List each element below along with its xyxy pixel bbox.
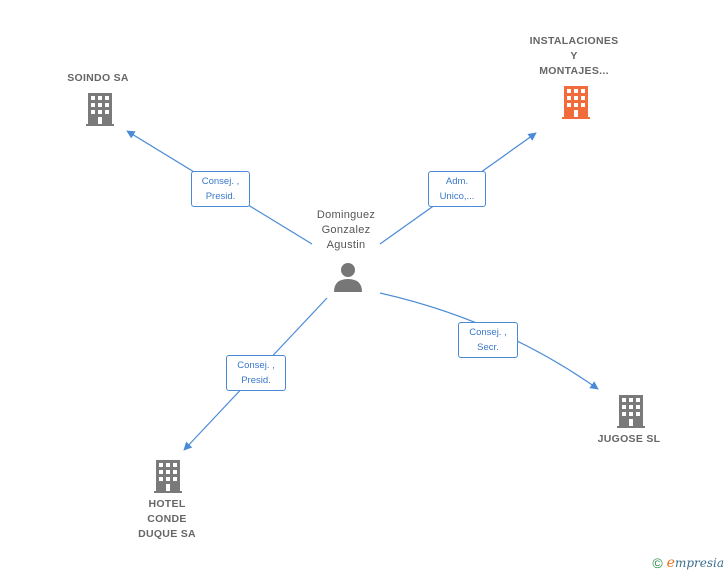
brand-logo[interactable]: empresia <box>667 555 724 571</box>
brand-rest: mpresia <box>674 556 724 570</box>
relation-label-soindo[interactable]: Consej. , Presid. <box>191 171 250 207</box>
person-name-line: Agustin <box>326 239 366 251</box>
copyright-icon: © <box>652 555 663 571</box>
relation-label-jugose[interactable]: Consej. , Secr. <box>458 322 518 358</box>
person-name-line: Dominguez <box>316 209 376 221</box>
relation-line: Unico,... <box>439 191 475 202</box>
relation-line: Presid. <box>241 375 271 386</box>
company-label-hotel[interactable]: HOTEL CONDE DUQUE SA <box>122 497 212 542</box>
company-label-soindo[interactable]: SOINDO SA <box>50 71 146 86</box>
company-name-line: CONDE <box>147 513 187 525</box>
person-icon[interactable] <box>334 263 362 292</box>
company-name-line: SOINDO SA <box>67 72 129 84</box>
building-icon[interactable] <box>617 395 645 428</box>
person-label[interactable]: Dominguez Gonzalez Agustin <box>296 208 396 253</box>
relation-line: Consej. , <box>237 360 275 371</box>
relation-line: Secr. <box>477 342 499 353</box>
relation-label-hotel[interactable]: Consej. , Presid. <box>226 355 286 391</box>
company-name-line: MONTAJES... <box>539 65 609 77</box>
relation-line: Consej. , <box>201 176 240 187</box>
relation-line: Presid. <box>205 191 236 202</box>
building-icon[interactable] <box>154 460 182 493</box>
building-icon[interactable] <box>86 93 114 126</box>
company-name-line: HOTEL <box>148 498 186 510</box>
company-name-line: INSTALACIONES <box>529 35 619 47</box>
company-name-line: Y <box>570 50 578 62</box>
building-icon[interactable] <box>562 86 590 119</box>
relation-line: Consej. , <box>469 327 507 338</box>
company-name-line: JUGOSE SL <box>597 433 661 445</box>
brand-initial: e <box>666 555 675 571</box>
person-name-line: Gonzalez <box>321 224 371 236</box>
company-name-line: DUQUE SA <box>138 528 196 540</box>
company-label-instalaciones[interactable]: INSTALACIONES Y MONTAJES... <box>510 34 638 79</box>
relation-line: Adm. <box>445 176 469 187</box>
brand-footer: © empresia <box>652 555 724 571</box>
relation-label-instalaciones[interactable]: Adm. Unico,... <box>428 171 486 207</box>
company-label-jugose[interactable]: JUGOSE SL <box>584 432 674 447</box>
